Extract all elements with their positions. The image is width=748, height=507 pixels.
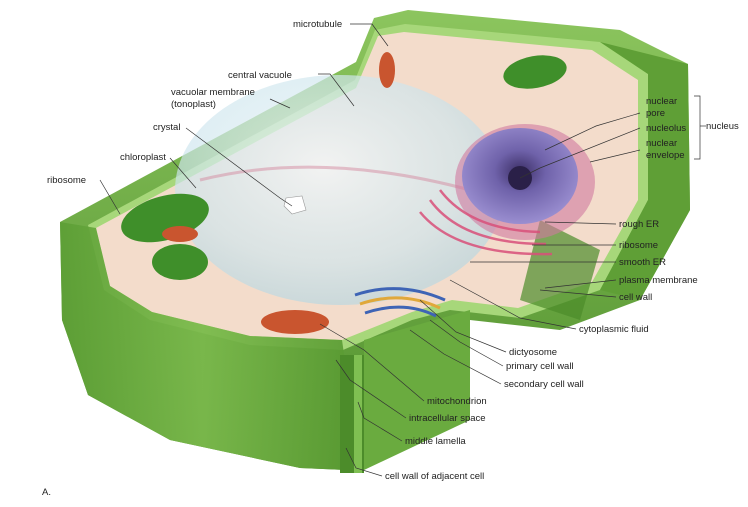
label-smooth-er: smooth ER	[619, 257, 666, 268]
label-vacuolar-membrane: vacuolar membrane	[171, 87, 255, 98]
leader-lines	[99, 23, 706, 477]
label-nuclear-pore-2: pore	[646, 108, 665, 119]
mitochondria	[162, 52, 395, 334]
label-nucleolus: nucleolus	[646, 123, 686, 134]
label-nuclear-pore-1: nuclear	[646, 96, 677, 107]
label-microtubule: microtubule	[293, 19, 342, 30]
nucleus-shape	[455, 124, 595, 240]
label-intracellular-space: intracellular space	[409, 413, 486, 424]
label-central-vacuole: central vacuole	[228, 70, 292, 81]
label-nuclear-envelope-1: nuclear	[646, 138, 677, 149]
label-ribosome-right: ribosome	[619, 240, 658, 251]
front-wall-face	[60, 222, 470, 473]
label-rough-er: rough ER	[619, 219, 659, 230]
label-mitochondrion: mitochondrion	[427, 396, 487, 407]
label-secondary-cell-wall: secondary cell wall	[504, 379, 584, 390]
central-vacuole-shape	[175, 75, 505, 305]
label-tonoplast: (tonoplast)	[171, 99, 216, 110]
label-primary-cell-wall: primary cell wall	[506, 361, 574, 372]
label-cytoplasmic-fluid: cytoplasmic fluid	[579, 324, 649, 335]
label-nucleus: nucleus	[706, 121, 739, 132]
label-ribosome-left: ribosome	[47, 175, 86, 186]
dictyosome-shape	[354, 287, 446, 318]
crystal-shape	[283, 195, 307, 215]
label-plasma-membrane: plasma membrane	[619, 275, 698, 286]
label-middle-lamella: middle lamella	[405, 436, 466, 447]
labels: microtubule central vacuole vacuolar mem…	[42, 19, 739, 498]
endoplasmic-reticulum	[419, 189, 553, 256]
label-cell-wall: cell wall	[619, 292, 652, 303]
figure-letter: A.	[42, 487, 51, 498]
label-crystal: crystal	[153, 122, 180, 133]
label-cell-wall-adjacent: cell wall of adjacent cell	[385, 471, 484, 482]
label-nuclear-envelope-2: envelope	[646, 150, 685, 161]
label-chloroplast: chloroplast	[120, 152, 166, 163]
label-dictyosome: dictyosome	[509, 347, 557, 358]
